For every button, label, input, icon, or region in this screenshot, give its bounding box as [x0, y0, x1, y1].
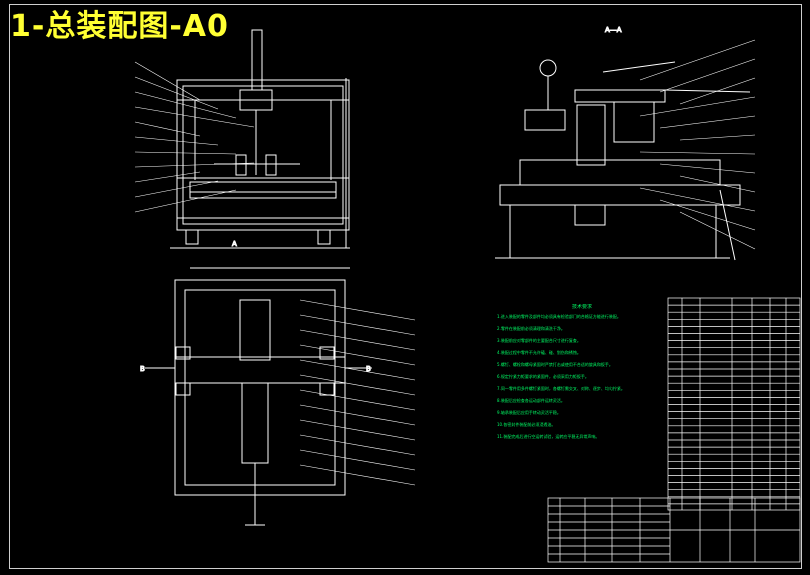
note-line: 2.零件在装配前必须清理和清洗干净。 — [497, 326, 565, 331]
note-line: 4.装配过程中零件不允许磕、碰、划伤和锈蚀。 — [497, 350, 581, 355]
leader-line — [134, 171, 201, 183]
leader-line — [134, 189, 237, 213]
leader-line — [134, 106, 255, 128]
drawing-frame — [9, 4, 802, 569]
section-label-b-left: B — [140, 365, 145, 373]
leader-line — [134, 121, 201, 137]
leader-line — [134, 136, 219, 146]
leader-line — [299, 434, 416, 456]
leader-line — [679, 175, 756, 193]
leader-line — [134, 91, 237, 119]
leader-line — [299, 359, 416, 381]
note-line: 11.装配完成后进行空运转试验，运转应平稳无异常声响。 — [497, 434, 600, 439]
drawing-title: 1-总装配图-A0 — [10, 9, 229, 44]
parts-list-frame — [667, 297, 801, 511]
note-line: 9.轴承装配后应用手转动灵活平稳。 — [497, 410, 561, 415]
parts-list — [667, 297, 801, 511]
leader-line — [659, 58, 756, 93]
notes-list: 1.进入装配的零件及部件均必须具有检验部门的合格证方能进行装配。 2.零件在装配前… — [497, 313, 667, 440]
leader-lines — [134, 39, 756, 486]
leader-line — [639, 151, 756, 155]
leader-line — [299, 329, 416, 351]
leader-line — [134, 76, 219, 110]
leader-line — [679, 77, 756, 105]
leader-line — [659, 199, 756, 231]
leader-line — [299, 464, 416, 486]
leader-line — [679, 211, 756, 250]
plan-view: B B A — [140, 240, 372, 526]
leader-line — [299, 404, 416, 426]
leader-line — [299, 389, 416, 411]
leader-line — [639, 187, 756, 212]
notes-heading: 技术要求 — [571, 304, 592, 310]
leader-line — [659, 115, 756, 129]
leader-line — [134, 180, 219, 198]
front-view — [170, 29, 350, 269]
leader-line — [299, 344, 416, 366]
leader-line — [299, 374, 416, 396]
leader-line — [134, 61, 201, 101]
leader-line — [659, 163, 756, 174]
note-line: 1.进入装配的零件及部件均必须具有检验部门的合格证方能进行装配。 — [497, 314, 621, 319]
leader-line — [299, 449, 416, 471]
leader-line — [299, 314, 416, 336]
title-block — [547, 497, 801, 563]
leader-line — [134, 162, 255, 168]
section-label-b-right: B — [366, 365, 371, 373]
leader-line — [639, 96, 756, 117]
note-line: 6.规定拧紧力矩要求的紧固件，必须采用力矩扳手。 — [497, 374, 589, 379]
section-label-a: A—A — [605, 26, 622, 34]
note-line: 3.装配前应对零部件的主要配合尺寸进行复查。 — [497, 338, 581, 343]
technical-notes: 技术要求 1.进入装配的零件及部件均必须具有检验部门的合格证方能进行装配。 2.零… — [497, 304, 667, 494]
section-label-a-bottom: A — [232, 240, 237, 248]
note-line: 5.螺钉、螺栓和螺母紧固时严禁打击或使用不合适的旋具和扳手。 — [497, 362, 613, 367]
side-view: A—A — [495, 26, 751, 261]
leader-line — [679, 134, 756, 141]
leader-line — [134, 151, 237, 155]
note-line: 10.各密封件装配前必须浸透油。 — [497, 422, 556, 427]
leader-line — [299, 419, 416, 441]
note-line: 8.装配后应检查各运动部件运转灵活。 — [497, 398, 565, 403]
note-line: 7.同一零件用多件螺钉紧固时，各螺钉需交叉、对称、逐步、均匀拧紧。 — [497, 386, 625, 391]
leader-line — [299, 299, 416, 321]
leader-line — [639, 39, 756, 81]
